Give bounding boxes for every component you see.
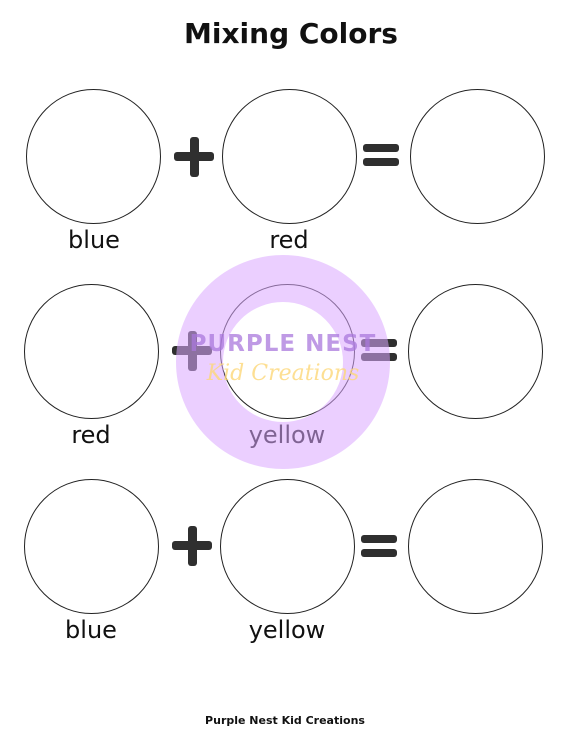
color-circle-2 — [222, 89, 357, 224]
color-label: red — [269, 226, 309, 254]
color-circle-1 — [24, 479, 159, 614]
plus-sign-vertical — [188, 526, 197, 566]
equals-sign-top — [363, 144, 399, 152]
footer-credit: Purple Nest Kid Creations — [205, 714, 365, 727]
equals-sign-bottom — [361, 549, 397, 557]
color-label: blue — [68, 226, 120, 254]
color-label: yellow — [248, 616, 326, 644]
color-label: red — [71, 421, 111, 449]
plus-sign-vertical — [190, 137, 199, 177]
watermark-logo: PURPLE NEST Kid Creations — [176, 255, 390, 469]
color-circle-1 — [26, 89, 161, 224]
watermark-text: PURPLE NEST — [189, 331, 377, 357]
result-circle — [410, 89, 545, 224]
result-circle — [408, 479, 543, 614]
page-title: Mixing Colors — [184, 17, 398, 50]
color-circle-1 — [24, 284, 159, 419]
color-label: blue — [65, 616, 117, 644]
equals-sign-bottom — [363, 158, 399, 166]
color-circle-2 — [220, 479, 355, 614]
result-circle — [408, 284, 543, 419]
equals-sign-top — [361, 535, 397, 543]
watermark-subtext: Kid Creations — [206, 361, 360, 386]
